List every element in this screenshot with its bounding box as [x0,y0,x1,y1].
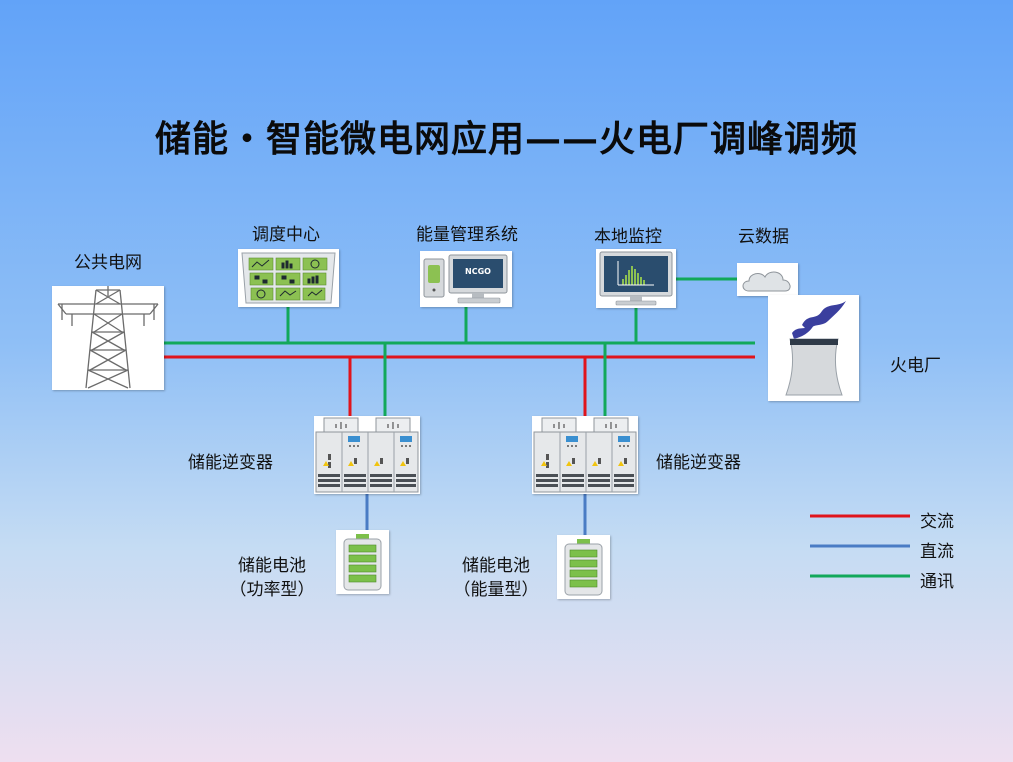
inverter-right-label: 储能逆变器 [656,453,741,473]
public-grid-node [52,286,164,390]
local-monitor-node [596,249,676,308]
transmission-tower-icon [57,286,159,389]
dispatch-center-label: 调度中心 [252,225,320,245]
cloud-data-label: 云数据 [738,227,789,247]
legend-label-dc: 直流 [920,542,954,562]
battery-power-label-line2: （功率型） [229,580,315,600]
battery-icon [343,534,382,591]
battery-icon [564,539,603,596]
battery-energy-node [557,535,610,599]
ems-node: NCGO [420,251,512,307]
battery-power-label: 储能电池 （功率型） [228,554,316,602]
inverter-right-node: I I [532,416,638,494]
battery-power-label-line1: 储能电池 [238,556,306,576]
legend-label-comm: 通讯 [920,572,954,592]
thermal-plant-node [768,295,859,401]
ems-screen-logo: NCGO [465,267,491,276]
cooling-tower-icon [785,301,846,396]
inverter-cabinet-icon: I I [315,417,419,493]
inverter-left-label: 储能逆变器 [188,453,273,473]
battery-energy-label: 储能电池 （能量型） [452,554,540,602]
battery-energy-label-line2: （能量型） [453,580,539,600]
monitor-chart-icon [599,251,673,306]
local-monitor-label: 本地监控 [594,227,662,247]
cloud-icon [742,271,791,292]
ems-label: 能量管理系统 [416,225,518,245]
dispatch-center-node [238,249,339,307]
svg-text:I: I [610,421,613,432]
svg-text:I: I [340,421,343,432]
battery-power-node [336,530,389,594]
cloud-data-node [737,263,798,296]
svg-text:I: I [558,421,561,432]
legend-label-ac: 交流 [920,512,954,532]
svg-text:I: I [392,421,395,432]
thermal-plant-label: 火电厂 [890,356,941,376]
page-title: 储能・智能微电网应用——火电厂调峰调频 [154,118,858,160]
computer-workstation-icon [423,254,508,304]
battery-energy-label-line1: 储能电池 [462,556,530,576]
inverter-left-node: I I [314,416,420,494]
inverter-cabinet-icon: I I [533,417,637,493]
dashboard-panel-icon [241,252,336,304]
public-grid-label: 公共电网 [74,253,142,273]
